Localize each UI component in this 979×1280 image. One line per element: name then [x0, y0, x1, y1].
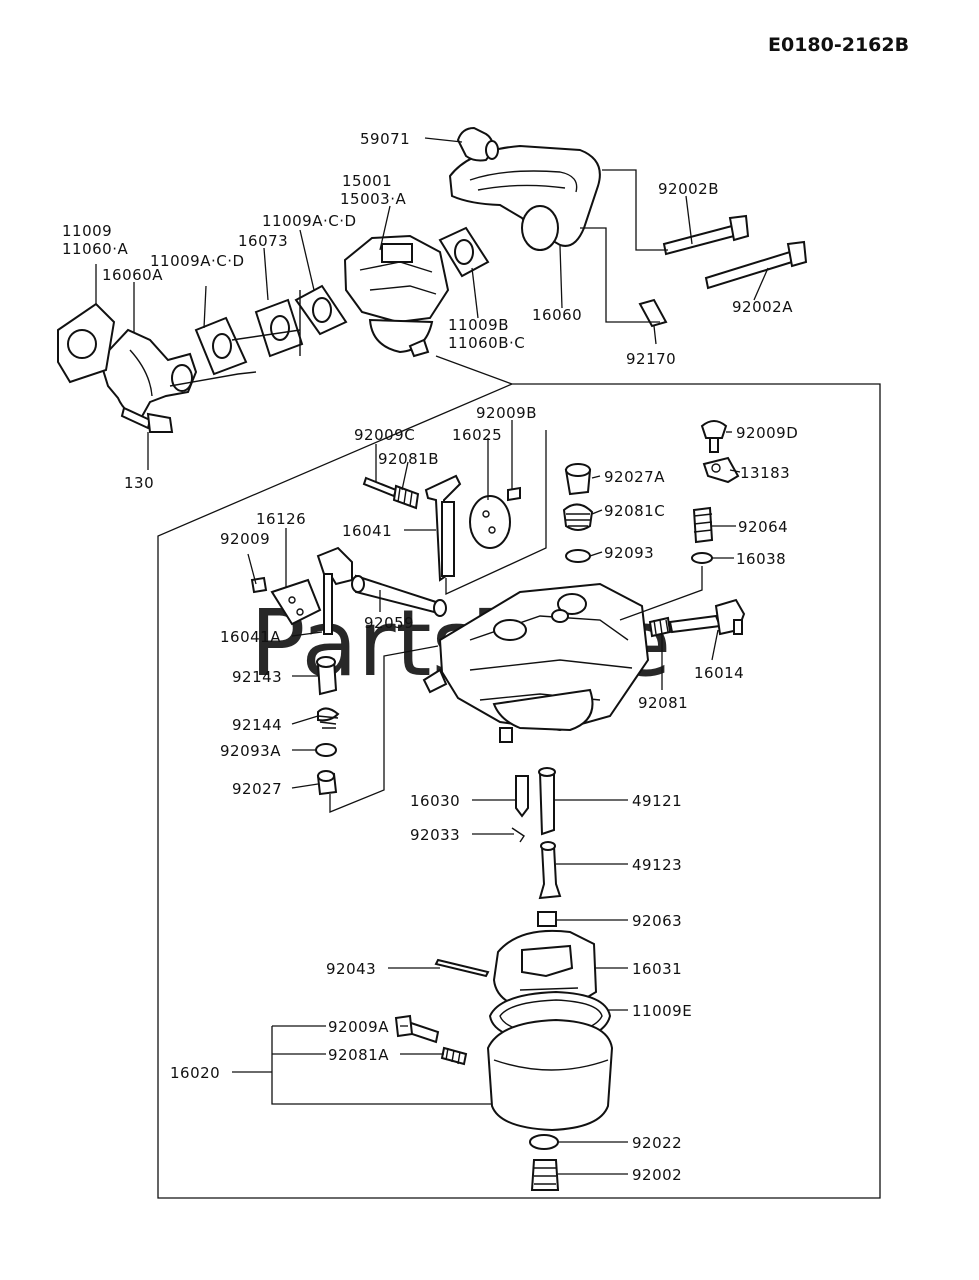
label-15003A: 15003·A: [340, 190, 406, 208]
label-16038: 16038: [736, 550, 786, 568]
leader-lines: [95, 137, 769, 1175]
label-49123: 49123: [632, 856, 682, 874]
label-16020: 16020: [170, 1064, 220, 1082]
carburetor-exploded-view: [250, 420, 746, 1191]
label-92059: 92059: [364, 614, 414, 632]
float-bowl-part: [486, 1018, 614, 1132]
label-16041A: 16041A: [220, 628, 281, 646]
detail-frame: [157, 355, 881, 1199]
label-11009E: 11009E: [632, 1002, 692, 1020]
label-92027: 92027: [232, 780, 282, 798]
label-92009: 92009: [220, 530, 270, 548]
label-92002B: 92002B: [658, 180, 719, 198]
label-92022: 92022: [632, 1134, 682, 1152]
label-16031: 16031: [632, 960, 682, 978]
label-11009ACD-b: 11009A·C·D: [150, 252, 245, 270]
label-15001: 15001: [342, 172, 392, 190]
label-92002: 92002: [632, 1166, 682, 1184]
label-92081C: 92081C: [604, 502, 665, 520]
label-16025: 16025: [452, 426, 502, 444]
label-11060A: 11060·A: [62, 240, 128, 258]
label-92093A: 92093A: [220, 742, 281, 760]
label-92009C: 92009C: [354, 426, 415, 444]
label-11009B: 11009B: [448, 316, 509, 334]
label-92081: 92081: [638, 694, 688, 712]
label-92043: 92043: [326, 960, 376, 978]
label-92081A: 92081A: [328, 1046, 389, 1064]
diagram-code: E0180-2162B: [768, 34, 909, 56]
label-16041: 16041: [342, 522, 392, 540]
label-59071: 59071: [360, 130, 410, 148]
label-92170: 92170: [626, 350, 676, 368]
label-16060A: 16060A: [102, 266, 163, 284]
label-92093: 92093: [604, 544, 654, 562]
label-16060: 16060: [532, 306, 582, 324]
air-cleaner-base-part: [448, 144, 601, 247]
label-16126: 16126: [256, 510, 306, 528]
label-49121: 49121: [632, 792, 682, 810]
label-92143: 92143: [232, 668, 282, 686]
label-92009D: 92009D: [736, 424, 798, 442]
label-11009: 11009: [62, 222, 112, 240]
label-92144: 92144: [232, 716, 282, 734]
label-92002A: 92002A: [732, 298, 793, 316]
main-nozzle-part: [538, 771, 555, 836]
label-13183: 13183: [740, 464, 790, 482]
label-92009B: 92009B: [476, 404, 537, 422]
label-92064: 92064: [738, 518, 788, 536]
label-92081B: 92081B: [378, 450, 439, 468]
label-11009ACD-a: 11009A·C·D: [262, 212, 357, 230]
label-16073: 16073: [238, 232, 288, 250]
label-16030: 16030: [410, 792, 460, 810]
label-11060BC: 11060B·C: [448, 334, 525, 352]
upper-intake-assembly: [57, 126, 808, 433]
label-92033: 92033: [410, 826, 460, 844]
label-92027A: 92027A: [604, 468, 665, 486]
carburetor-body-part: [438, 582, 650, 732]
part-labels: 59071 15001 15003·A 92002B 92002A 11009 …: [62, 130, 798, 1184]
carburetor-body-top-part: [343, 234, 450, 324]
label-130: 130: [124, 474, 154, 492]
label-16014: 16014: [694, 664, 744, 682]
label-92063: 92063: [632, 912, 682, 930]
label-92009A: 92009A: [328, 1018, 389, 1036]
